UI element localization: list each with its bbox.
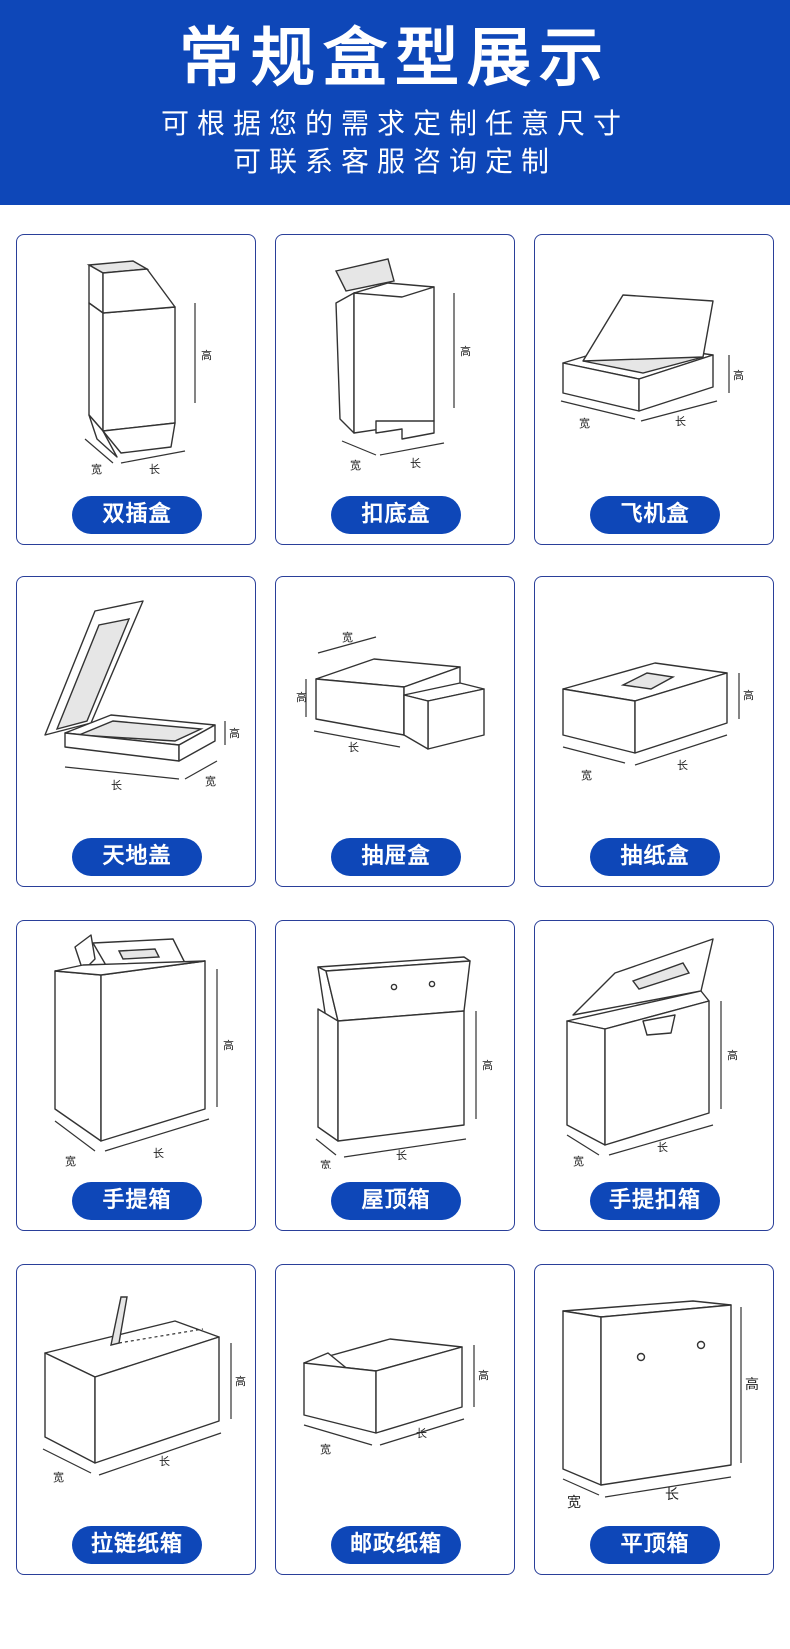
box-card-mailer[interactable]: 高 宽 长 飞机盒	[534, 234, 774, 545]
dim-height-label: 高	[727, 1048, 738, 1062]
zipper-carton-illustration: 高 宽 长	[42, 1296, 246, 1484]
dim-width-label: 宽	[579, 416, 590, 430]
dim-length-label: 长	[159, 1455, 170, 1468]
dim-length-label: 长	[396, 1149, 407, 1162]
dim-length-label: 长	[657, 1141, 668, 1154]
drawer-box-illustration: 宽 高 长	[296, 630, 485, 754]
dim-height-label: 高	[235, 1374, 246, 1388]
dim-width-label: 宽	[567, 1494, 581, 1511]
box-card-handle-box[interactable]: 高 宽 长 手提箱	[16, 920, 256, 1231]
dim-width-label: 宽	[573, 1154, 584, 1168]
handle-lock-box-illustration: 高 宽 长	[566, 938, 738, 1168]
dim-length-label: 长	[416, 1427, 427, 1440]
box-card-tissue[interactable]: 高 宽 长 抽纸盒	[534, 576, 774, 887]
dim-height-label: 高	[733, 368, 744, 382]
dim-length-label: 长	[677, 759, 688, 772]
dim-width-label: 宽	[320, 1442, 331, 1456]
dim-height-label: 高	[223, 1038, 234, 1052]
subtitle-line-1: 可根据您的需求定制任意尺寸	[160, 107, 629, 140]
dim-length-label: 长	[410, 457, 421, 470]
tissue-box-illustration: 高 宽 长	[562, 662, 754, 782]
box-name-label: 平顶箱	[590, 1526, 720, 1564]
dim-height-label: 高	[478, 1368, 489, 1382]
dim-height-label: 高	[296, 690, 307, 704]
postal-carton-illustration: 高 宽 长	[303, 1338, 489, 1456]
box-name-label: 邮政纸箱	[331, 1526, 461, 1564]
header-banner: 常规盒型展示 可根据您的需求定制任意尺寸 可联系客服咨询定制	[0, 0, 790, 205]
box-name-label: 抽纸盒	[590, 838, 720, 876]
dim-length-label: 长	[153, 1147, 164, 1160]
dim-length-label: 长	[675, 415, 686, 428]
box-card-handle-lock-box[interactable]: 高 宽 长 手提扣箱	[534, 920, 774, 1231]
box-name-label: 手提箱	[72, 1182, 202, 1220]
box-card-flat-top-box[interactable]: 高 宽 长 平顶箱	[534, 1264, 774, 1575]
dim-width-label: 宽	[53, 1470, 64, 1484]
dim-width-label: 宽	[350, 458, 361, 472]
dim-height-label: 高	[743, 688, 754, 702]
box-name-label: 天地盖	[72, 838, 202, 876]
box-card-postal-carton[interactable]: 高 宽 长 邮政纸箱	[275, 1264, 515, 1575]
box-name-label: 屋顶箱	[331, 1182, 461, 1220]
box-name-label: 拉链纸箱	[72, 1526, 202, 1564]
box-card-roof-box[interactable]: 高 宽 长 屋顶箱	[275, 920, 515, 1231]
box-card-lid-and-base[interactable]: 高 长 宽 天地盖	[16, 576, 256, 887]
dim-width-label: 宽	[91, 462, 102, 476]
subtitle-line-2: 可联系客服咨询定制	[232, 145, 557, 178]
dim-height-label: 高	[460, 344, 471, 358]
dim-width-label: 宽	[65, 1154, 76, 1168]
box-name-label: 飞机盒	[590, 496, 720, 534]
box-name-label: 双插盒	[72, 496, 202, 534]
handle-box-illustration: 高 宽 长	[54, 934, 234, 1168]
box-card-drawer[interactable]: 宽 高 长 抽屉盒	[275, 576, 515, 887]
dim-length-label: 长	[665, 1487, 679, 1503]
flat-top-box-illustration: 高 宽 长	[562, 1300, 759, 1511]
dim-length-label: 长	[348, 741, 359, 754]
dim-height-label: 高	[229, 726, 240, 740]
dim-width-label: 宽	[205, 774, 216, 788]
dim-height-label: 高	[201, 348, 212, 362]
double-tuck-box-illustration: 高 宽 长	[84, 260, 212, 476]
box-name-label: 手提扣箱	[590, 1182, 720, 1220]
dim-width-label: 宽	[342, 630, 353, 644]
page-title: 常规盒型展示	[179, 22, 611, 96]
box-card-zipper-carton[interactable]: 高 宽 长 拉链纸箱	[16, 1264, 256, 1575]
dim-width-label: 宽	[581, 768, 592, 782]
lid-and-base-box-illustration: 高 长 宽	[44, 600, 240, 792]
mailer-box-illustration: 高 宽 长	[560, 294, 744, 430]
dim-height-label: 高	[745, 1376, 759, 1393]
dim-height-label: 高	[482, 1058, 493, 1072]
dim-width-label: 宽	[320, 1158, 331, 1169]
box-card-lock-bottom[interactable]: 高 宽 长 扣底盒	[275, 234, 515, 545]
roof-box-illustration: 高 宽 长	[315, 956, 493, 1169]
dim-length-label: 长	[149, 463, 160, 476]
box-name-label: 抽屉盒	[331, 838, 461, 876]
dim-length-label: 长	[111, 779, 122, 792]
box-card-double-tuck[interactable]: 高 宽 长 双插盒	[16, 234, 256, 545]
box-name-label: 扣底盒	[331, 496, 461, 534]
lock-bottom-box-illustration: 高 宽 长	[334, 258, 471, 472]
